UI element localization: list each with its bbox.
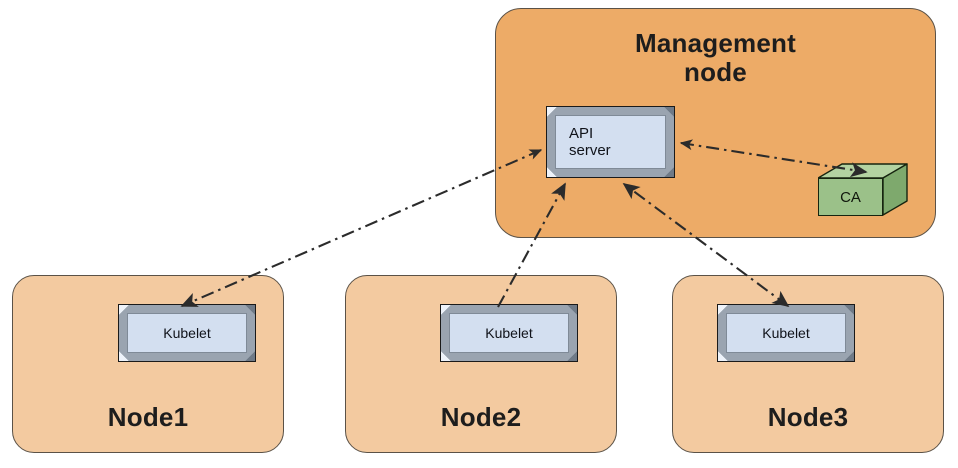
kubelet3-label: Kubelet [762,324,810,341]
ca-box: CA [818,163,908,217]
kubelet2-box: Kubelet [440,304,578,362]
kubelet1-box: Kubelet [118,304,256,362]
kubelet1-label: Kubelet [163,324,211,341]
kubelet2-label: Kubelet [485,324,533,341]
management-node-label: Management node [635,28,796,88]
node1-zone: Node1 [12,275,284,453]
ca-label: CA [818,178,883,216]
node1-label: Node1 [107,401,189,432]
api-server-label: API server [569,124,611,159]
api-server-box: API server [546,106,675,178]
node2-zone: Node2 [345,275,617,453]
node2-label: Node2 [440,401,522,432]
node3-label: Node3 [767,401,849,432]
node3-zone: Node3 [672,275,944,453]
kubelet3-box: Kubelet [717,304,855,362]
